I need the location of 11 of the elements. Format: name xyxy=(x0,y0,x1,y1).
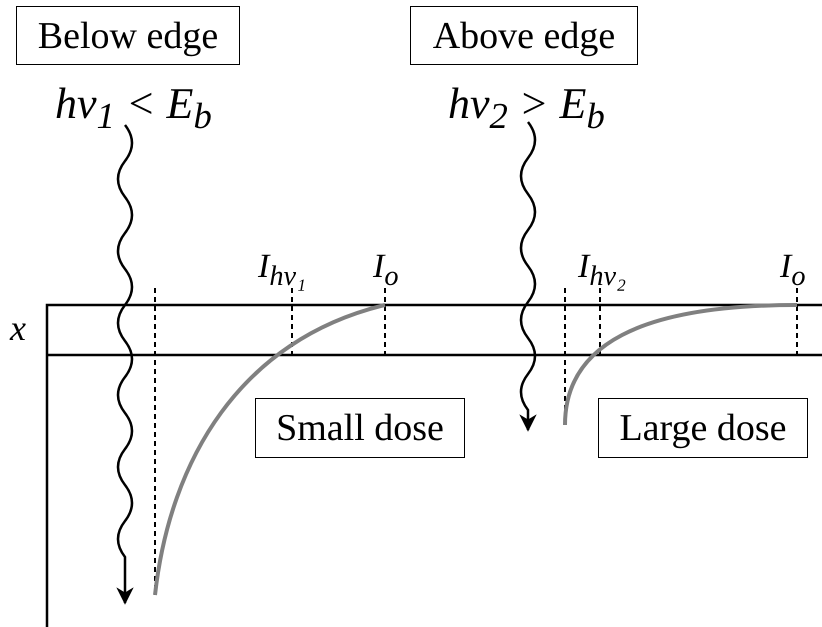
intensity-symbol: I$_{hν₂}$ xyxy=(578,250,626,292)
photon-energy-formula: hν$_{2}$ > E$_{b}$ xyxy=(448,82,605,134)
intensity-symbol: I$_{o}$ xyxy=(373,250,398,292)
intensity-symbol: I$_{hν₁}$ xyxy=(258,250,306,292)
heading-box: Above edge xyxy=(410,6,638,65)
label-box: Large dose xyxy=(598,398,808,458)
photon-energy-formula: hν$_{1}$ < E$_{b}$ xyxy=(55,82,212,134)
heading-box: Below edge xyxy=(16,6,240,65)
intensity-symbol: I$_{o}$ xyxy=(780,250,806,292)
depth-symbol: x xyxy=(10,310,26,346)
label-box: Small dose xyxy=(255,398,465,458)
